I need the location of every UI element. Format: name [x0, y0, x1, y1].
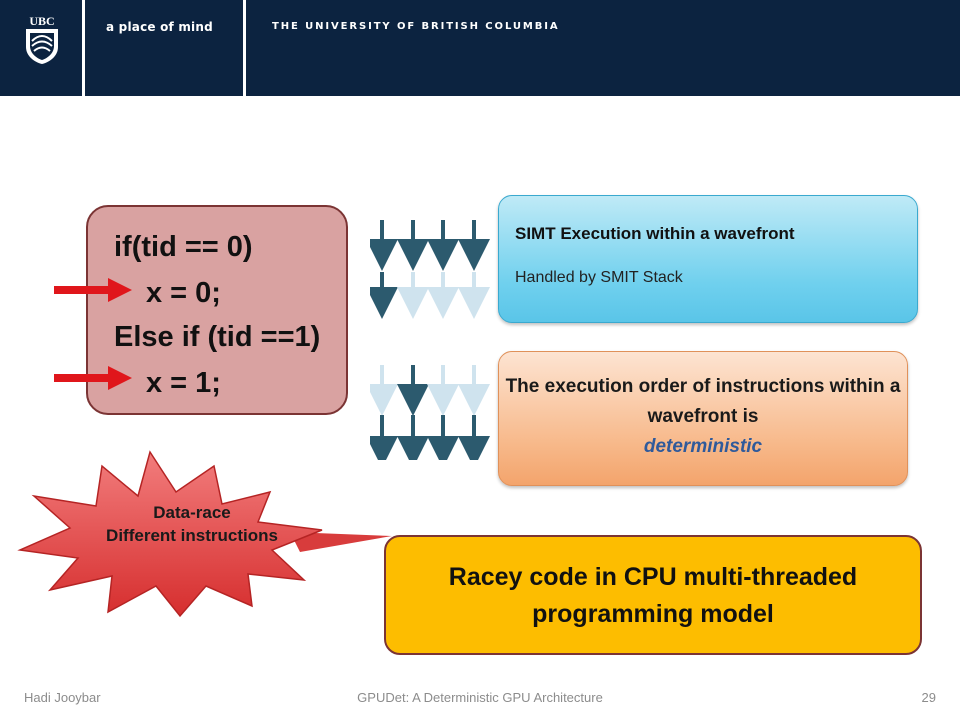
racey-line-2: programming model: [532, 600, 774, 628]
thread-arrows-diagram: [370, 220, 490, 460]
active-thread-arrow-icon: [370, 220, 490, 271]
masked-thread-arrow-icon: [370, 365, 490, 416]
slide-number: 29: [921, 690, 936, 705]
code-line-if: if(tid == 0): [114, 231, 253, 263]
tagline: a place of mind: [106, 20, 213, 34]
svg-text:UBC: UBC: [29, 14, 54, 28]
racey-code-box: Racey code in CPU multi-threaded program…: [384, 535, 922, 655]
data-race-label: Data-race Different instructions: [40, 501, 344, 547]
header-divider: [243, 0, 246, 96]
red-arrow-icon: [54, 278, 132, 302]
code-block: if(tid == 0) x = 0; Else if (tid ==1) x …: [86, 205, 348, 415]
simt-subtitle: Handled by SMIT Stack: [515, 269, 683, 286]
masked-thread-arrow-icon: [370, 272, 490, 319]
execution-order-box: The execution order of instructions with…: [498, 351, 908, 486]
footer-title: GPUDet: A Deterministic GPU Architecture: [357, 690, 603, 705]
data-race-detail: Different instructions: [106, 526, 278, 545]
footer-author: Hadi Jooybar: [24, 690, 101, 705]
execution-order-text: The execution order of instructions with…: [499, 372, 907, 462]
red-arrow-icon: [54, 366, 132, 390]
deterministic-emphasis: deterministic: [643, 436, 763, 457]
starburst-shape: [17, 450, 323, 618]
code-line-else-if: Else if (tid ==1): [114, 321, 321, 353]
data-race-starburst: [17, 450, 392, 618]
university-name: THE UNIVERSITY OF BRITISH COLUMBIA: [272, 21, 560, 32]
racey-code-text: Racey code in CPU multi-threaded program…: [386, 559, 920, 633]
code-line-assign-1: x = 1;: [146, 367, 221, 399]
ubc-crest-logo: UBC: [26, 14, 58, 64]
header-divider: [82, 0, 85, 96]
simt-title: SIMT Execution within a wavefront: [515, 224, 795, 243]
execution-order-statement: The execution order of instructions with…: [505, 376, 901, 427]
code-line-assign-0: x = 0;: [146, 277, 221, 309]
simt-execution-box: SIMT Execution within a wavefront Handle…: [498, 195, 918, 323]
data-race-title: Data-race: [153, 503, 231, 522]
racey-line-1: Racey code in CPU multi-threaded: [448, 563, 858, 591]
active-thread-arrow-icon: [370, 415, 490, 460]
header-banner: UBC a place of mind THE UNIVERSITY OF BR…: [0, 0, 960, 96]
